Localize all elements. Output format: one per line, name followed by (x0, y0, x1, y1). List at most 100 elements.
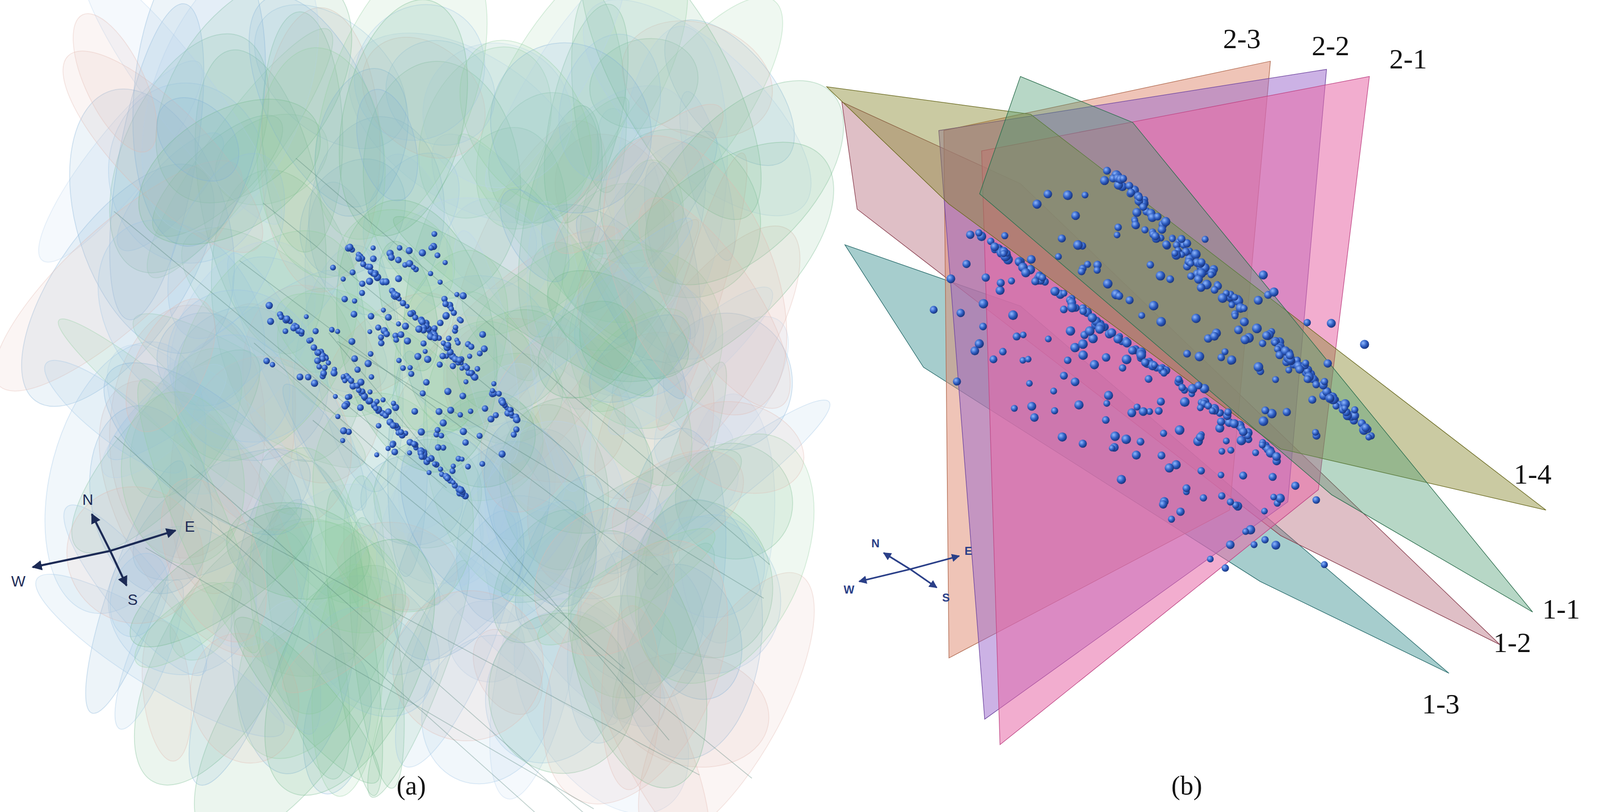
event-dot (400, 365, 406, 371)
event-dot (438, 432, 444, 439)
event-dot (445, 335, 452, 342)
event-dot (1174, 375, 1182, 383)
event-dot (1156, 317, 1166, 327)
event-dot (450, 479, 456, 485)
event-dot (477, 350, 483, 357)
event-dot (1160, 369, 1168, 377)
event-dot (956, 308, 965, 318)
event-dot (1183, 349, 1191, 358)
event-dot (1122, 338, 1132, 348)
event-dot (1131, 450, 1141, 460)
event-dot (979, 322, 987, 331)
event-dot (1031, 277, 1040, 286)
event-dot (1253, 295, 1263, 305)
fracture-edge (239, 260, 658, 575)
event-dot (283, 315, 291, 322)
event-dot (1141, 226, 1149, 234)
event-dot (1196, 432, 1205, 442)
event-dot (405, 247, 413, 255)
event-dot (370, 245, 376, 251)
event-dot (1065, 326, 1076, 336)
event-dot (437, 466, 444, 472)
event-dot (346, 243, 354, 252)
event-dot (389, 421, 397, 429)
plot-label: N (82, 492, 93, 508)
event-dot (341, 402, 349, 410)
event-dot (1119, 174, 1127, 183)
event-dot (1103, 400, 1110, 407)
fracture-edge (200, 508, 700, 775)
event-dot (1155, 407, 1164, 416)
event-dot (1161, 217, 1171, 227)
event-dot (351, 355, 358, 362)
event-dot (1140, 358, 1149, 367)
event-dot (1197, 404, 1204, 411)
event-dot (1312, 496, 1321, 504)
event-dot (998, 347, 1007, 356)
event-dot (513, 416, 521, 424)
event-dot (1258, 416, 1269, 427)
event-dot (340, 276, 346, 282)
event-dot (1024, 355, 1032, 363)
event-dot (474, 366, 481, 372)
event-dot (444, 475, 452, 482)
event-dot (1341, 404, 1349, 412)
event-dot (1291, 481, 1300, 490)
event-dot (1177, 234, 1186, 243)
event-dot (459, 427, 467, 436)
event-dot (456, 356, 463, 364)
event-dot (1190, 249, 1201, 260)
event-dot (340, 437, 346, 444)
event-dot (1010, 404, 1018, 412)
event-dot (1155, 270, 1165, 281)
event-dot (1148, 301, 1159, 311)
event-dot (296, 373, 304, 381)
event-dot (455, 340, 461, 346)
event-dot (1261, 406, 1269, 415)
event-dot (431, 335, 439, 342)
event-dot (1226, 498, 1234, 506)
event-dot (1038, 273, 1047, 282)
event-dot (495, 390, 502, 397)
event-dot (462, 439, 470, 446)
event-dot (1258, 339, 1267, 348)
event-dot (436, 319, 444, 327)
event-dot (1121, 434, 1131, 444)
event-dot (1224, 408, 1232, 416)
event-dot (1231, 293, 1239, 301)
event-dot (1131, 220, 1140, 230)
event-dot (316, 350, 322, 356)
event-dot (1217, 471, 1225, 479)
event-dot (348, 337, 356, 345)
event-dot (1303, 318, 1312, 327)
event-dot (312, 327, 319, 335)
event-dot (368, 374, 375, 380)
event-dot (978, 299, 989, 309)
event-dot (354, 366, 361, 373)
event-dot (359, 289, 366, 296)
event-dot (1272, 452, 1282, 461)
event-dot (328, 326, 335, 333)
event-dot (459, 392, 467, 400)
event-dot (375, 422, 382, 429)
event-dot (1320, 377, 1328, 386)
event-dot (282, 328, 289, 335)
event-dot (1199, 494, 1208, 502)
event-dot (1268, 472, 1277, 481)
event-dot (1239, 427, 1248, 436)
event-dot (1110, 431, 1120, 441)
event-dot (1180, 397, 1190, 407)
event-dot (278, 314, 284, 320)
event-dot (1115, 292, 1124, 301)
event-dot (1071, 211, 1080, 220)
event-dot (304, 374, 312, 381)
event-dot (364, 360, 372, 368)
event-dot (423, 378, 430, 386)
events-b (929, 166, 1375, 572)
plot-label: 1-1 (1542, 594, 1581, 624)
event-dot (434, 252, 441, 259)
event-dot (459, 365, 465, 371)
event-dot (399, 300, 407, 307)
event-dot (407, 310, 414, 318)
plot-label: S (127, 592, 138, 608)
